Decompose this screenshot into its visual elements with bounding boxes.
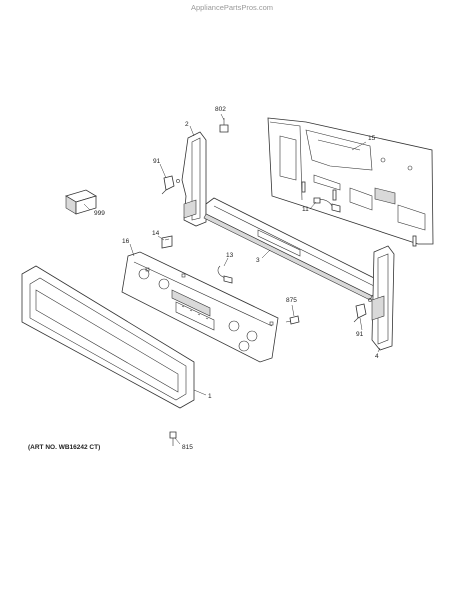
part-875-screw[interactable] [285, 315, 300, 325]
callout-802: 802 [215, 106, 226, 113]
callout-2: 2 [185, 121, 189, 128]
part-91-clip-left[interactable] [161, 175, 180, 195]
callout-11: 11 [302, 206, 309, 213]
callout-14: 14 [152, 230, 160, 237]
part-4-right-bracket[interactable] [371, 245, 395, 351]
part-15-rear-panel[interactable] [267, 117, 434, 247]
part-91-clip-right[interactable] [353, 298, 372, 323]
callout-16: 16 [122, 238, 130, 245]
callout-91-left: 91 [153, 158, 161, 165]
watermark-text: AppliancePartsPros.com [191, 3, 273, 12]
part-11-wire-harness[interactable] [313, 197, 341, 213]
part-13-small-harness[interactable] [217, 265, 233, 284]
art-number: (ART NO. WB16242 CT) [28, 444, 100, 451]
part-14-clip[interactable] [161, 235, 173, 249]
leader-lines [83, 113, 381, 445]
callout-3: 3 [256, 257, 260, 264]
part-1-front-panel[interactable] [21, 265, 195, 409]
part-802-screw[interactable] [219, 118, 229, 133]
callout-875: 875 [286, 297, 297, 304]
callout-15: 15 [368, 135, 376, 142]
callout-1: 1 [208, 393, 212, 400]
callout-13: 13 [226, 252, 234, 259]
part-2-left-bracket[interactable] [181, 131, 207, 227]
callout-999: 999 [94, 210, 105, 217]
part-999-kit-box[interactable] [65, 189, 97, 215]
part-16-control-board[interactable] [121, 251, 279, 363]
callout-91-right: 91 [356, 331, 364, 338]
callout-815: 815 [182, 444, 193, 451]
callout-4: 4 [375, 353, 379, 360]
part-815-screw[interactable] [169, 431, 177, 446]
callout-labels: 802 2 15 91 999 11 14 16 13 3 875 91 4 1… [94, 106, 379, 451]
